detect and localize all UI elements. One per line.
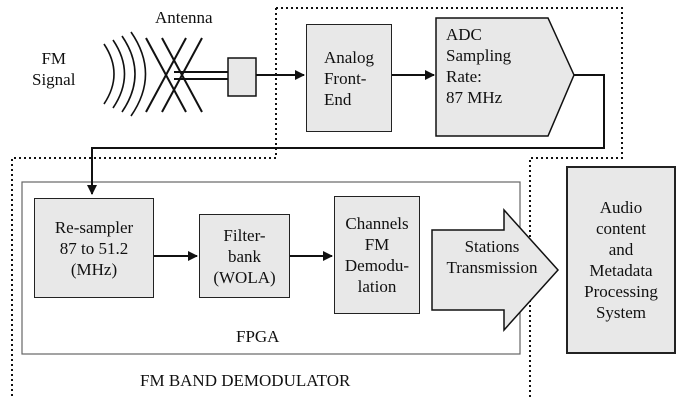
block-text: Metadata bbox=[589, 261, 653, 280]
block-text: Processing bbox=[584, 282, 658, 301]
connector-box bbox=[227, 57, 257, 97]
block-text: content bbox=[595, 219, 647, 238]
block-text: Demodu- bbox=[344, 256, 410, 275]
fm-band-demodulator-label: FM BAND DEMODULATOR bbox=[140, 371, 351, 390]
arrow-text: Stations bbox=[464, 237, 520, 256]
block-text: (MHz) bbox=[70, 259, 118, 279]
block-text: End bbox=[323, 89, 352, 109]
fm-signal-line: Signal bbox=[32, 70, 76, 89]
block-text: ADC bbox=[446, 25, 482, 44]
fm-signal-label: FM Signal bbox=[32, 48, 75, 90]
block-text: lation bbox=[357, 277, 397, 296]
processing-system-block: Audio content and Metadata Processing Sy… bbox=[566, 166, 676, 354]
stations-transmission-label: Stations Transmission bbox=[436, 236, 548, 278]
arrow-adc-to-resampler bbox=[87, 74, 605, 195]
radio-waves-icon bbox=[103, 31, 147, 117]
block-text: bank bbox=[227, 246, 262, 266]
block-text: Sampling bbox=[446, 46, 512, 65]
channels-demodulation-block: Channels FM Demodu- lation bbox=[334, 196, 420, 314]
resampler-block: Re-sampler 87 to 51.2 (MHz) bbox=[34, 198, 154, 298]
fm-signal-line: FM bbox=[41, 49, 67, 68]
block-text: Rate: bbox=[446, 67, 482, 86]
demodulator-dotted-boundary bbox=[11, 7, 623, 398]
block-text: 87 MHz bbox=[446, 88, 503, 107]
block-text: (WOLA) bbox=[213, 267, 276, 287]
antenna-icon bbox=[145, 37, 228, 113]
analog-front-end-block: Analog Front- End bbox=[306, 24, 392, 132]
antenna-label: Antenna bbox=[155, 8, 213, 27]
block-text: Filter- bbox=[223, 225, 266, 245]
block-text: FM bbox=[364, 235, 390, 254]
block-text: Front- bbox=[323, 68, 367, 88]
block-text: and bbox=[608, 240, 634, 259]
filterbank-block: Filter- bank (WOLA) bbox=[199, 214, 290, 298]
block-text: Analog bbox=[323, 47, 375, 67]
adc-block-text: ADC Sampling Rate: 87 MHz bbox=[446, 24, 511, 108]
block-text: Channels bbox=[345, 214, 409, 233]
adc-block-shape bbox=[435, 17, 575, 137]
block-text: System bbox=[595, 303, 647, 322]
stations-transmission-arrow bbox=[431, 208, 560, 332]
block-text: Audio bbox=[599, 198, 643, 217]
block-text: Re-sampler bbox=[54, 217, 134, 237]
arrow-text: Transmission bbox=[446, 258, 538, 277]
fpga-label: FPGA bbox=[236, 327, 280, 346]
block-text: 87 to 51.2 bbox=[59, 238, 129, 258]
